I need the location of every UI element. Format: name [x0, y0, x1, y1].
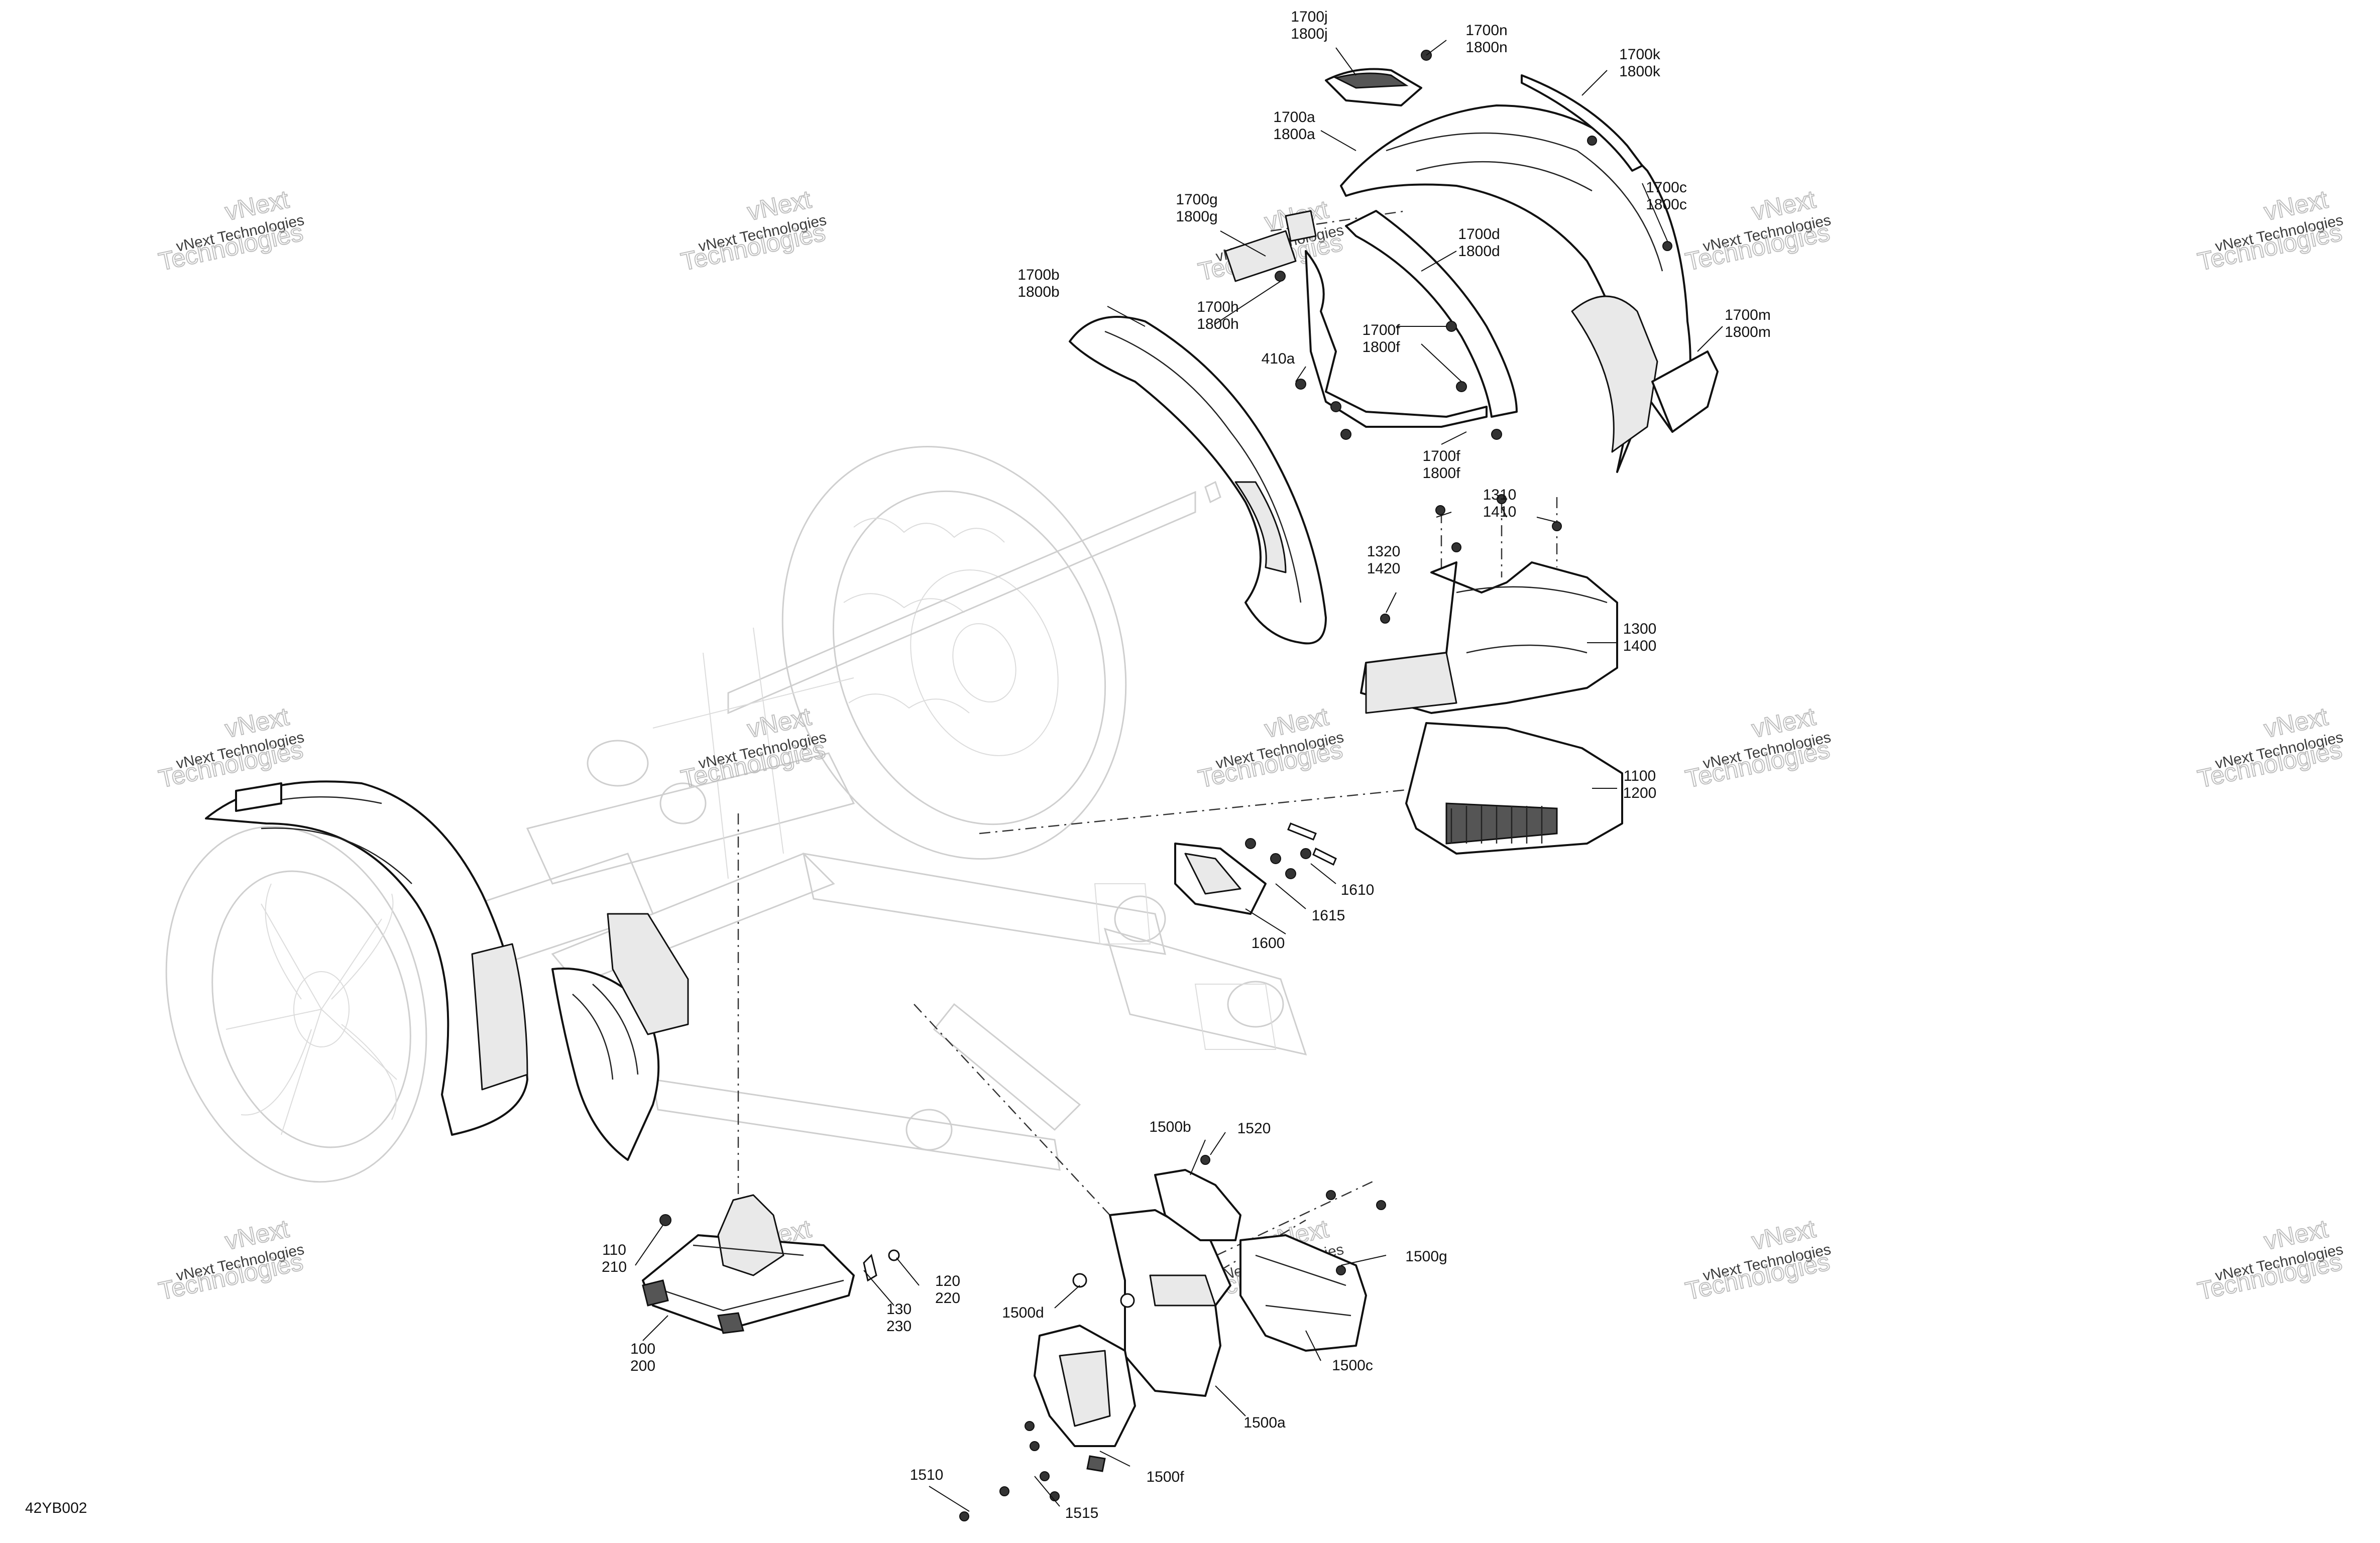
callout-1500a: 1500a — [1243, 1414, 1286, 1431]
callout-1500f: 1500f — [1146, 1469, 1184, 1485]
part-100-bracket — [642, 1194, 855, 1334]
callout-1500d: 1500d — [1002, 1304, 1044, 1321]
side-marker-lamp — [1325, 68, 1422, 106]
guard-1500f — [1034, 1325, 1136, 1472]
fender-support-arm — [1224, 210, 1518, 428]
background-wheel-left — [165, 825, 427, 1183]
cover-1500c — [1239, 1234, 1367, 1352]
callout-1610: 1610 — [1341, 882, 1375, 898]
fasteners-1500 — [959, 1155, 1386, 1521]
cover-1500b — [1154, 1169, 1241, 1241]
callout-1500b: 1500b — [1149, 1119, 1191, 1135]
callout-1600: 1600 — [1252, 935, 1285, 952]
background-tire-right — [781, 446, 1127, 860]
left-splash-guard — [551, 913, 689, 1161]
callout-1500g: 1500g — [1405, 1248, 1447, 1265]
leader-lines — [635, 40, 1723, 1512]
left-front-fender — [205, 780, 528, 1136]
fender-trim-strip — [1521, 74, 1643, 172]
fasteners-1600 — [1245, 822, 1337, 879]
callout-1615: 1615 — [1312, 907, 1345, 924]
callout-410a: 410a — [1262, 350, 1295, 367]
mudflap-1700m — [1651, 350, 1719, 433]
housing-1100 — [1405, 722, 1623, 855]
callout-1500c: 1500c — [1332, 1357, 1373, 1374]
cover-1300 — [1360, 561, 1618, 714]
bracket-1600 — [1174, 843, 1267, 915]
inner-fender-liner — [1069, 316, 1327, 645]
alignment-lines — [737, 210, 1558, 1307]
callout-1510: 1510 — [910, 1467, 944, 1483]
callout-1520: 1520 — [1237, 1120, 1271, 1137]
background-chassis — [165, 446, 1307, 1183]
diagram-code: 42YB002 — [25, 1500, 87, 1516]
callout-1515: 1515 — [1065, 1505, 1099, 1521]
